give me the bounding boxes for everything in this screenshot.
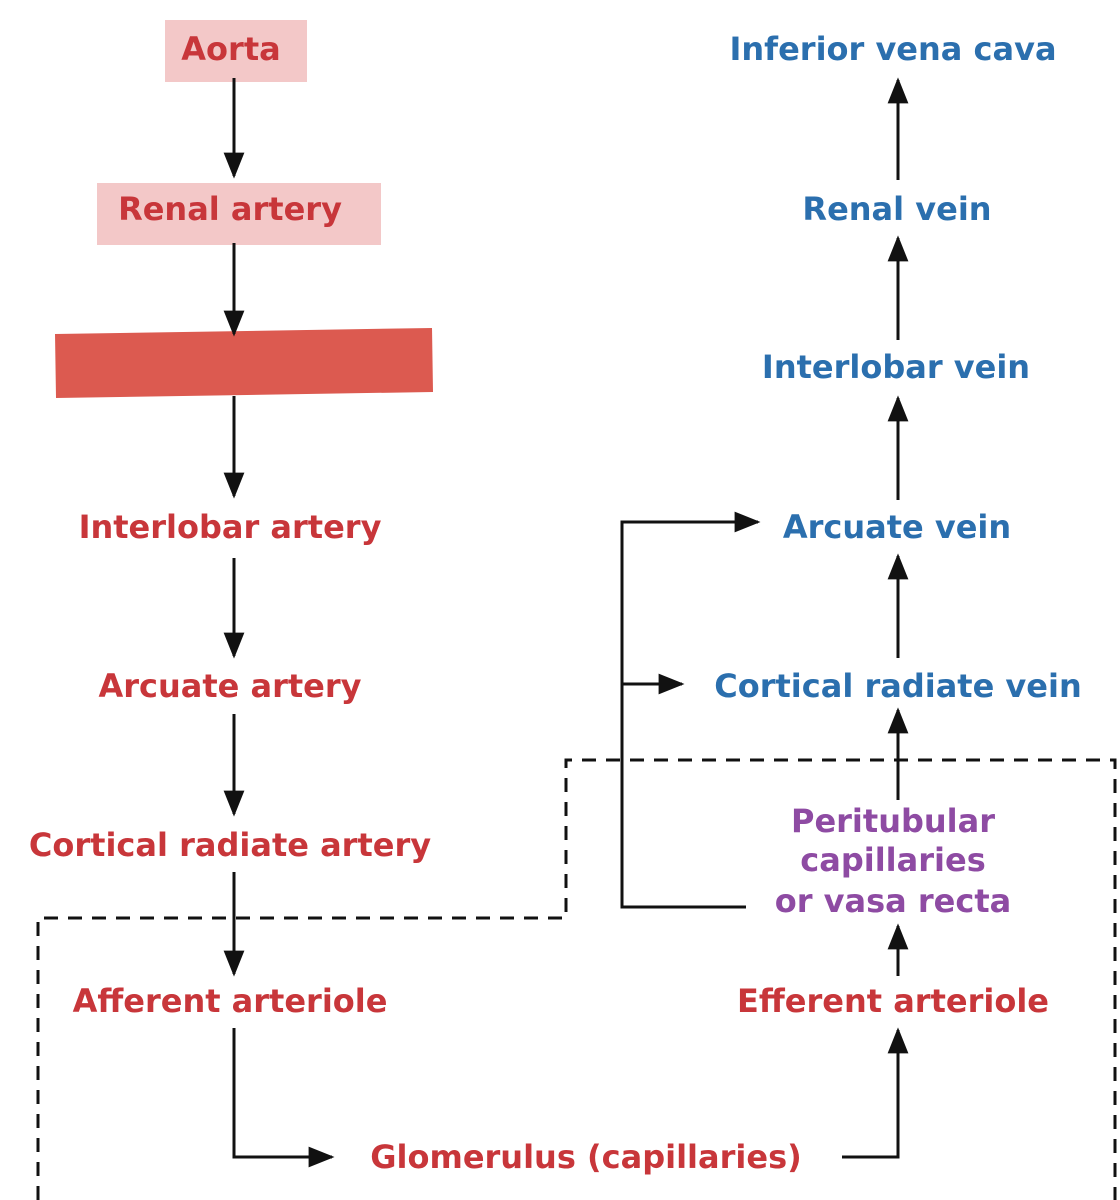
label-peritubular-line3: or vasa recta: [775, 882, 1011, 920]
label-glomerulus: Glomerulus (capillaries): [370, 1138, 801, 1176]
label-renal-vein: Renal vein: [802, 190, 991, 228]
label-interlobar-artery: Interlobar artery: [79, 508, 382, 546]
label-efferent-arteriole: Efferent arteriole: [737, 982, 1049, 1020]
aorta-highlight-box: [165, 20, 307, 82]
label-arcuate-artery: Arcuate artery: [98, 667, 361, 705]
label-afferent-arteriole: Afferent arteriole: [73, 982, 388, 1020]
label-inferior-vena-cava: Inferior vena cava: [729, 30, 1056, 68]
arrow-peritubular-to-arcuate-vein: [620, 511, 761, 909]
label-interlobar-vein: Interlobar vein: [762, 348, 1030, 386]
arrow-glomerulus-to-efferent: [842, 1027, 909, 1159]
label-peritubular-line2: capillaries: [800, 841, 985, 879]
label-aorta: Aorta: [181, 30, 280, 68]
hidden-label-box: [55, 328, 433, 398]
label-cortical-radiate-vein: Cortical radiate vein: [714, 667, 1081, 705]
arrow-afferent-to-glomerulus: [232, 1028, 335, 1168]
label-arcuate-vein: Arcuate vein: [783, 508, 1011, 546]
renal-artery-highlight-box: [97, 183, 381, 245]
nephron-boundary-dashed-line: [36, 758, 1117, 1200]
label-peritubular-line1: Peritubular: [791, 802, 995, 840]
label-cortical-radiate-artery: Cortical radiate artery: [29, 826, 431, 864]
label-renal-artery: Renal artery: [118, 190, 342, 228]
